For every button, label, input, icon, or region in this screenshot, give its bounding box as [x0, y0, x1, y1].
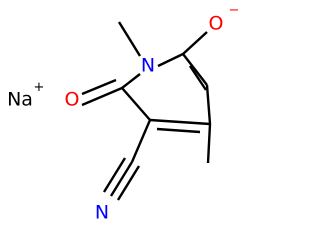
carbonyl-oxygen-label: O — [65, 89, 80, 111]
bond-c6-c5-inner — [189, 65, 207, 91]
bond-c4-methyl — [206, 123, 212, 164]
bond-c3-cn — [130, 119, 152, 163]
bond-cn-triple-3 — [116, 165, 141, 201]
bond-c6-oanion — [182, 31, 208, 55]
bond-c2-n — [121, 73, 141, 89]
anion-oxygen-label: O — [209, 13, 224, 35]
bond-cn-triple-1 — [109, 161, 134, 197]
bond-c3-c2 — [121, 87, 151, 121]
sodium-charge: + — [34, 80, 45, 95]
anion-oxygen-charge: − — [229, 3, 240, 18]
nitrile-nitrogen-label: N — [95, 202, 109, 224]
bonds — [81, 21, 212, 201]
sodium-label: Na — [7, 89, 33, 111]
bond-c2-o — [81, 86, 123, 107]
bond-c2-o-inner — [81, 78, 117, 96]
bond-n-methyl — [117, 21, 142, 57]
ring-nitrogen-label: N — [141, 55, 155, 77]
bond-c6-c5 — [182, 53, 208, 86]
bond-c4-c3-inner — [156, 127, 201, 134]
bond-c4-c3 — [149, 118, 211, 126]
molecule-diagram: Na + N O O − N — [7, 3, 239, 224]
bond-cn-triple-2 — [102, 157, 127, 193]
atom-labels: Na + N O O − N — [7, 3, 239, 224]
bond-n-c6 — [157, 52, 184, 68]
bond-c5-c4 — [205, 84, 212, 125]
